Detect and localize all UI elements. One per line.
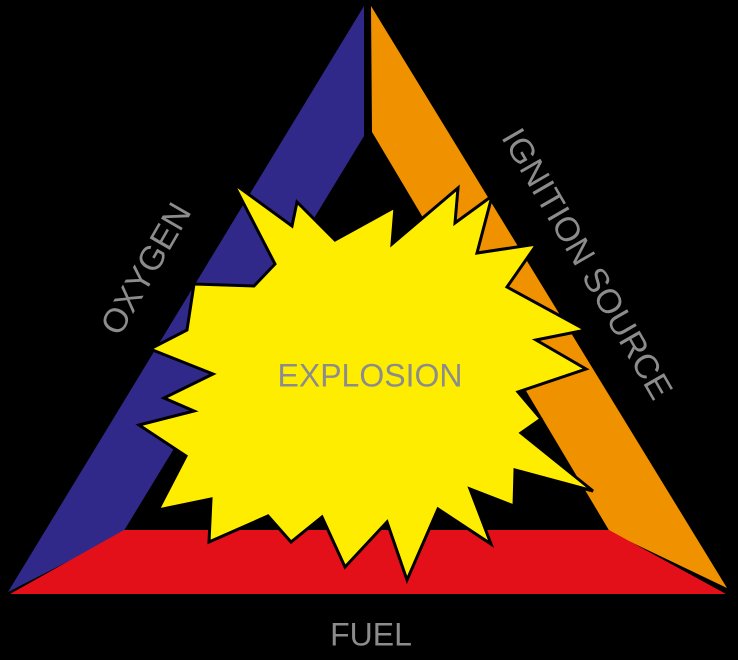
explosion-label: EXPLOSION	[278, 357, 463, 393]
explosion-starburst	[135, 181, 594, 585]
fuel-label: FUEL	[330, 616, 412, 652]
oxygen-side	[8, 6, 364, 592]
fuel-side	[10, 530, 726, 594]
ignition-source-side	[371, 6, 727, 588]
